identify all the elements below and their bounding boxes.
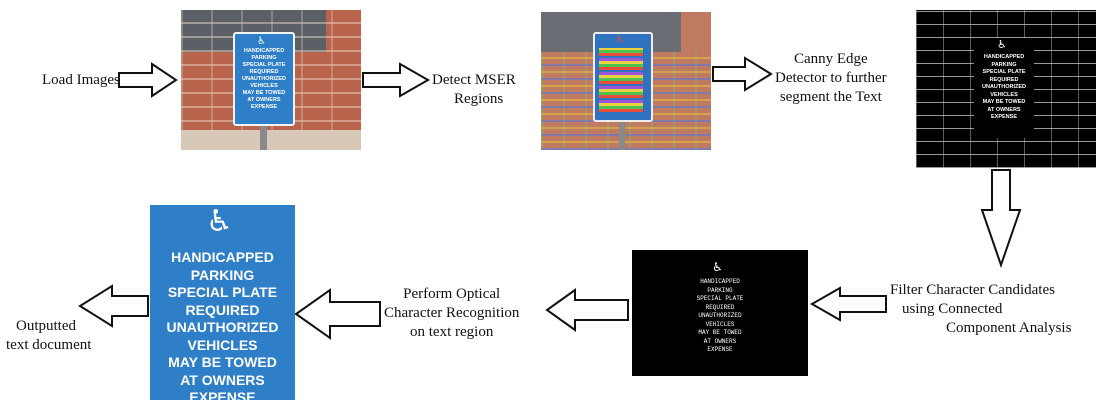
arrow-mser-to-canny <box>712 56 773 92</box>
arrow-blackimage-to-ocr <box>545 288 629 332</box>
label-filter-candidates: Filter Character Candidates using Connec… <box>890 282 1072 336</box>
sign-pole <box>619 112 625 150</box>
wheelchair-icon: ♿ <box>712 260 723 274</box>
sign-board-photo <box>233 32 295 126</box>
wall-lower <box>181 130 361 150</box>
arrow-canny-to-filter <box>980 169 1022 269</box>
arrow-filter-to-blackimage <box>809 286 887 322</box>
label-load-images: Load Images <box>42 72 120 88</box>
label-detect-mser: Detect MSER Regions <box>432 72 516 107</box>
label-perform-ocr: Perform Optical Character Recognition on… <box>384 286 520 340</box>
edge-sign-region <box>974 38 1034 138</box>
sign-pole <box>260 110 267 150</box>
label-canny-edge: Canny Edge Detector to further segment t… <box>775 51 887 105</box>
mser-character-blobs <box>599 48 643 112</box>
wheelchair-icon: ♿ <box>615 34 624 45</box>
arrow-ocr-to-result <box>294 288 381 340</box>
label-outputted-text: Outputted text document <box>6 318 92 353</box>
arrow-photo-to-mser <box>362 62 431 98</box>
wheelchair-icon: ♿ <box>206 205 233 239</box>
wheelchair-icon: ♿ <box>997 38 1007 51</box>
photo-mser-regions: ♿ <box>541 12 711 150</box>
wheelchair-icon: ♿ <box>257 36 266 47</box>
arrow-load-to-photo <box>118 62 178 98</box>
arrow-result-to-output <box>78 284 149 328</box>
